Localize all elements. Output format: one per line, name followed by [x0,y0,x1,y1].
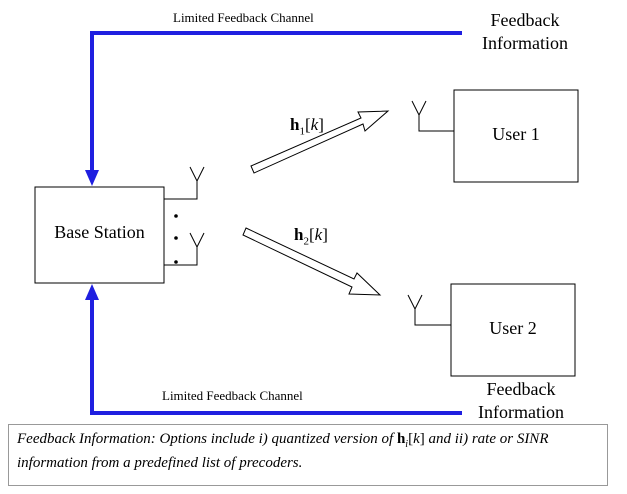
feedback-info-label-top: Feedback Information [470,9,580,55]
channel-arrow-user2 [242,227,382,296]
user1-label: User 1 [492,124,540,144]
channel-arrow-user1 [250,110,390,174]
user2-box [450,283,576,377]
caption-subscript: i [405,439,409,450]
channel-label-user2: h2[k] [294,225,328,248]
feedback-info-label-bottom: Feedback Information [466,378,576,424]
caption-arg: k [413,431,420,447]
feedback-arrowhead-bottom [85,284,99,300]
bs-antenna-bottom [164,232,205,266]
user2-label: User 2 [489,318,537,338]
feedback-info-bottom-line1: Feedback [486,379,556,399]
feedback-arrowhead-top [85,170,99,186]
feedback-channel-label-top: Limited Feedback Channel [173,10,314,25]
channel2-arg: k [314,225,323,244]
feedback-info-top-line2: Information [482,33,568,53]
user2-antenna [407,294,451,326]
bs-antenna-top [164,166,205,200]
caption-pre: Feedback Information: Options include i)… [17,431,397,447]
user1-antenna [411,100,454,132]
feedback-line-top [90,31,462,174]
feedback-info-top-line1: Feedback [490,10,560,30]
bs-antenna-dots [174,214,178,264]
channel2-subscript: 2 [303,235,309,248]
base-station-box [34,186,165,284]
channel1-subscript: 1 [299,125,305,138]
feedback-channel-label-bottom: Limited Feedback Channel [162,388,303,403]
caption-symbol: h [396,431,406,447]
user1-box [453,89,579,183]
channel2-symbol: h [294,225,304,244]
feedback-line-bottom [90,296,462,415]
caption-post: and ii) rate or SINR information from a … [17,431,549,471]
base-station-label: Base Station [54,222,145,242]
channel1-arg: k [310,115,319,134]
channel1-symbol: h [290,115,300,134]
caption-box: Feedback Information: Options include i)… [8,424,608,486]
channel-label-user1: h1[k] [290,115,324,138]
feedback-info-bottom-line2: Information [478,402,564,422]
